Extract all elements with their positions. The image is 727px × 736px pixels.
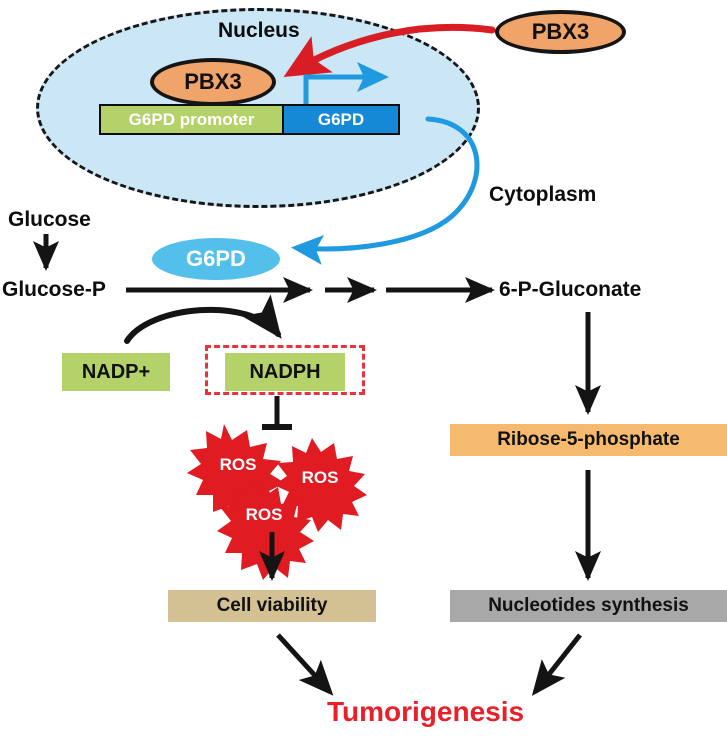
gluconate-label: 6-P-Gluconate (499, 278, 642, 301)
g6pd-gene-box: G6PD (284, 106, 398, 133)
g6pd-export-arrow (291, 116, 480, 265)
ros-burst-group (187, 424, 367, 580)
ribose-5-phosphate-box: Ribose-5-phosphate (450, 424, 727, 456)
glucose-label: Glucose (8, 208, 91, 231)
ros-label-3: ROS (245, 505, 283, 524)
nucleotides-to-tumorigenesis-arrow (531, 633, 582, 696)
ros-burst-3 (217, 482, 314, 580)
cell-viability-box: Cell viability (168, 590, 376, 622)
cytoplasm-label: Cytoplasm (489, 183, 597, 206)
pbx3-bound-oval: PBX3 (150, 58, 276, 106)
glucose-p-label: Glucose-P (2, 278, 106, 301)
ros-label-1: ROS (219, 455, 257, 474)
nucleus-label: Nucleus (218, 19, 300, 42)
g6pd-promoter-box: G6PD promoter (101, 106, 284, 133)
pbx3-translocation-arrow (283, 23, 496, 77)
nadph-box: NADPH (225, 353, 345, 391)
viability-to-tumorigenesis-arrow (276, 633, 334, 696)
g6pd-enzyme-oval: G6PD (152, 238, 280, 280)
nadp-plus-box: NADP+ (62, 353, 170, 391)
g6pd-gene-cassette: G6PD promoter G6PD (99, 104, 400, 135)
nadp-reduction-arrow (124, 294, 282, 344)
transcription-arrow (303, 61, 389, 108)
ros-burst-2 (274, 438, 367, 532)
pbx3-free-oval: PBX3 (495, 10, 626, 54)
nucleotides-synthesis-box: Nucleotides synthesis (450, 590, 727, 622)
ros-label-2: ROS (301, 468, 339, 487)
nadph-highlight-border (205, 345, 365, 395)
tumorigenesis-label: Tumorigenesis (327, 696, 525, 727)
